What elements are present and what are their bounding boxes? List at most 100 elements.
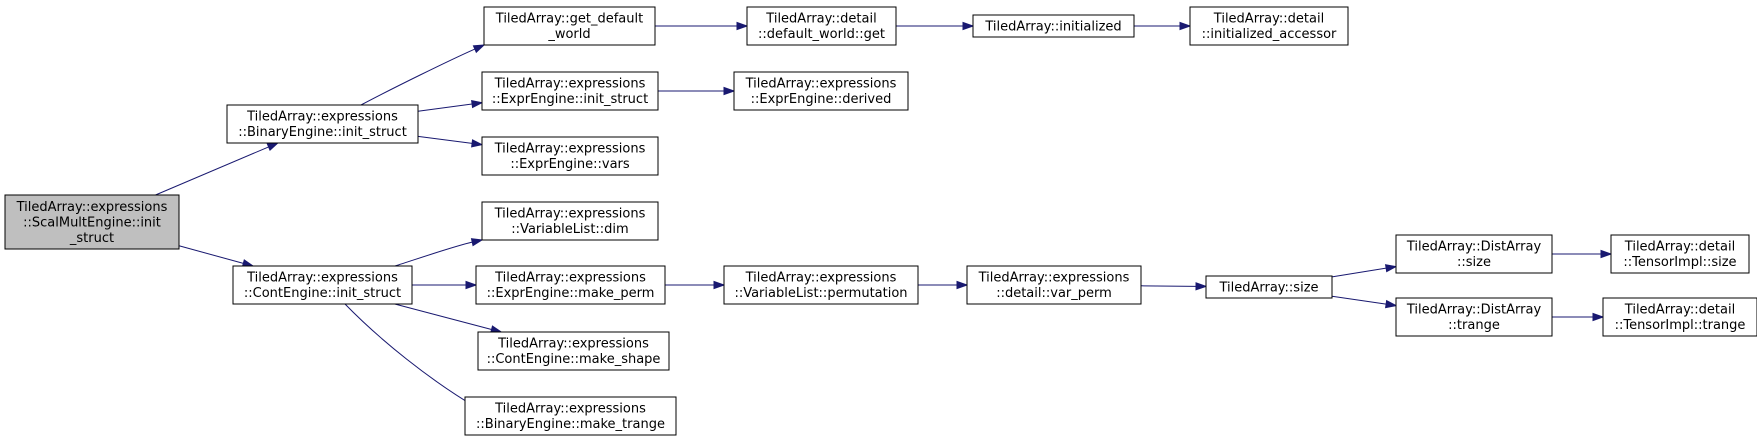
node-label-line: ::BinaryEngine::make_trange [476, 417, 665, 432]
node-box [1395, 297, 1553, 337]
arrowhead [713, 280, 726, 290]
arrowhead [471, 139, 484, 148]
node-label-line: ::ExprEngine::init_struct [492, 92, 648, 107]
node-exprengine-derived[interactable]: TiledArray::expressions::ExprEngine::der… [733, 71, 909, 111]
node-scalmultengine-init-struct[interactable]: TiledArray::expressions::ScalMultEngine:… [4, 194, 180, 250]
node-variablelist-permutation[interactable]: TiledArray::expressions::VariableList::p… [723, 265, 919, 305]
arrowhead [472, 44, 486, 54]
arrowhead [956, 280, 969, 290]
node-box [481, 136, 659, 176]
node-exprengine-vars[interactable]: TiledArray::expressions::ExprEngine::var… [481, 136, 659, 176]
node-box [464, 396, 677, 436]
edge-line [178, 245, 244, 264]
edge-cont_init-to-dim [394, 238, 484, 267]
arrowhead [470, 238, 484, 247]
node-label-line: ::detail::var_perm [996, 286, 1112, 301]
node-label-line: ::trange [1448, 318, 1500, 333]
edge-line [1140, 285, 1197, 287]
node-label-line: TiledArray::expressions [246, 271, 398, 286]
edge-get_default-to-default_get [655, 21, 749, 31]
edge-line [1331, 267, 1387, 278]
edge-binary_init-to-vars [417, 135, 484, 148]
node-box [733, 71, 909, 111]
edge-cont_init-to-make_shape [394, 303, 503, 334]
node-detail-default-world-get[interactable]: TiledArray::detail::default_world::get [746, 6, 897, 46]
edge-line [344, 303, 476, 408]
node-box [966, 265, 1142, 305]
arrowhead [962, 21, 975, 31]
node-label-line: ::ExprEngine::vars [510, 157, 630, 172]
arrowhead [1592, 312, 1605, 322]
node-initialized[interactable]: TiledArray::initialized [972, 14, 1135, 38]
edge-binary_init-to-get_default [360, 44, 486, 106]
node-label-line: ::VariableList::permutation [734, 286, 907, 301]
node-exprengine-init-struct[interactable]: TiledArray::expressions::ExprEngine::ini… [481, 71, 659, 111]
node-binaryengine-make-trange[interactable]: TiledArray::expressions::BinaryEngine::m… [464, 396, 677, 436]
edge-size-to-dist_size [1331, 264, 1398, 278]
edge-line [417, 135, 473, 144]
node-label-line: TiledArray::expressions [16, 200, 168, 215]
arrowhead [1384, 264, 1398, 273]
node-get-default-world[interactable]: TiledArray::get_default_world [483, 6, 656, 46]
node-box [483, 6, 656, 46]
node-label-line: TiledArray::detail [765, 12, 876, 27]
node-exprengine-make-perm[interactable]: TiledArray::expressions::ExprEngine::mak… [475, 265, 666, 305]
node-detail-var-perm[interactable]: TiledArray::expressions::detail::var_per… [966, 265, 1142, 305]
arrowhead [1179, 21, 1192, 31]
node-label-line: TiledArray::initialized [984, 19, 1121, 34]
node-label-line: TiledArray::DistArray [1406, 240, 1542, 255]
node-contengine-make-shape[interactable]: TiledArray::expressions::ContEngine::mak… [477, 331, 670, 371]
node-label-line: TiledArray::detail [1624, 240, 1735, 255]
edges-layer [155, 21, 1613, 413]
node-box [1189, 6, 1349, 46]
node-label-line: TiledArray::expressions [246, 110, 398, 125]
edge-size-to-dist_trange [1331, 295, 1398, 309]
node-label-line: TiledArray::expressions [494, 402, 646, 417]
node-label-line: ::TensorImpl::size [1623, 255, 1736, 270]
node-label-line: TiledArray::size [1218, 280, 1318, 295]
node-label-line: ::ContEngine::init_struct [244, 286, 401, 301]
edge-expr_init-to-derived [658, 86, 736, 96]
edge-scalmult-to-binary_init [155, 142, 280, 196]
node-distarray-trange[interactable]: TiledArray::DistArray::trange [1395, 297, 1553, 337]
node-contengine-init-struct[interactable]: TiledArray::expressions::ContEngine::ini… [232, 265, 413, 305]
arrowhead [1195, 282, 1208, 291]
node-label-line: ::ScalMultEngine::init [23, 215, 161, 230]
edge-line [1331, 295, 1387, 305]
node-label-line: ::size [1457, 255, 1491, 270]
edge-scalmult-to-cont_init [178, 245, 255, 268]
node-box [226, 104, 419, 144]
node-tensorimpl-trange[interactable]: TiledArray::detail::TensorImpl::trange [1602, 297, 1757, 337]
node-box [1395, 234, 1553, 274]
node-size[interactable]: TiledArray::size [1205, 275, 1333, 299]
node-box [746, 6, 897, 46]
node-label-line: TiledArray::expressions [978, 271, 1130, 286]
node-binaryengine-init-struct[interactable]: TiledArray::expressions::BinaryEngine::i… [226, 104, 419, 144]
node-box [477, 331, 670, 371]
edge-line [394, 241, 473, 267]
node-label-line: _world [547, 27, 590, 42]
edge-line [155, 146, 269, 196]
node-label-line: ::VariableList::dim [511, 222, 628, 237]
node-box [1610, 234, 1750, 274]
node-label-line: TiledArray::detail [1624, 303, 1735, 318]
node-label-line: TiledArray::expressions [745, 77, 897, 92]
edge-var_perm-to-size [1140, 282, 1208, 291]
node-label-line: ::BinaryEngine::init_struct [238, 125, 407, 140]
node-detail-initialized-accessor[interactable]: TiledArray::detail::initialized_accessor [1189, 6, 1349, 46]
edge-binary_init-to-expr_init [417, 99, 484, 112]
node-tensorimpl-size[interactable]: TiledArray::detail::TensorImpl::size [1610, 234, 1750, 274]
node-variablelist-dim[interactable]: TiledArray::expressions::VariableList::d… [481, 201, 659, 241]
node-distarray-size[interactable]: TiledArray::DistArray::size [1395, 234, 1553, 274]
node-label-line: ::initialized_accessor [1202, 27, 1337, 42]
node-box [4, 194, 180, 250]
arrowhead [723, 86, 736, 96]
node-label-line: TiledArray::get_default [495, 12, 643, 27]
edge-line [360, 48, 476, 106]
node-label-line: ::ContEngine::make_shape [487, 352, 661, 367]
node-box [481, 71, 659, 111]
nodes-layer: TiledArray::expressions::ScalMultEngine:… [4, 6, 1757, 436]
arrowhead [465, 280, 478, 290]
node-label-line: TiledArray::expressions [494, 271, 646, 286]
node-box [972, 14, 1135, 38]
